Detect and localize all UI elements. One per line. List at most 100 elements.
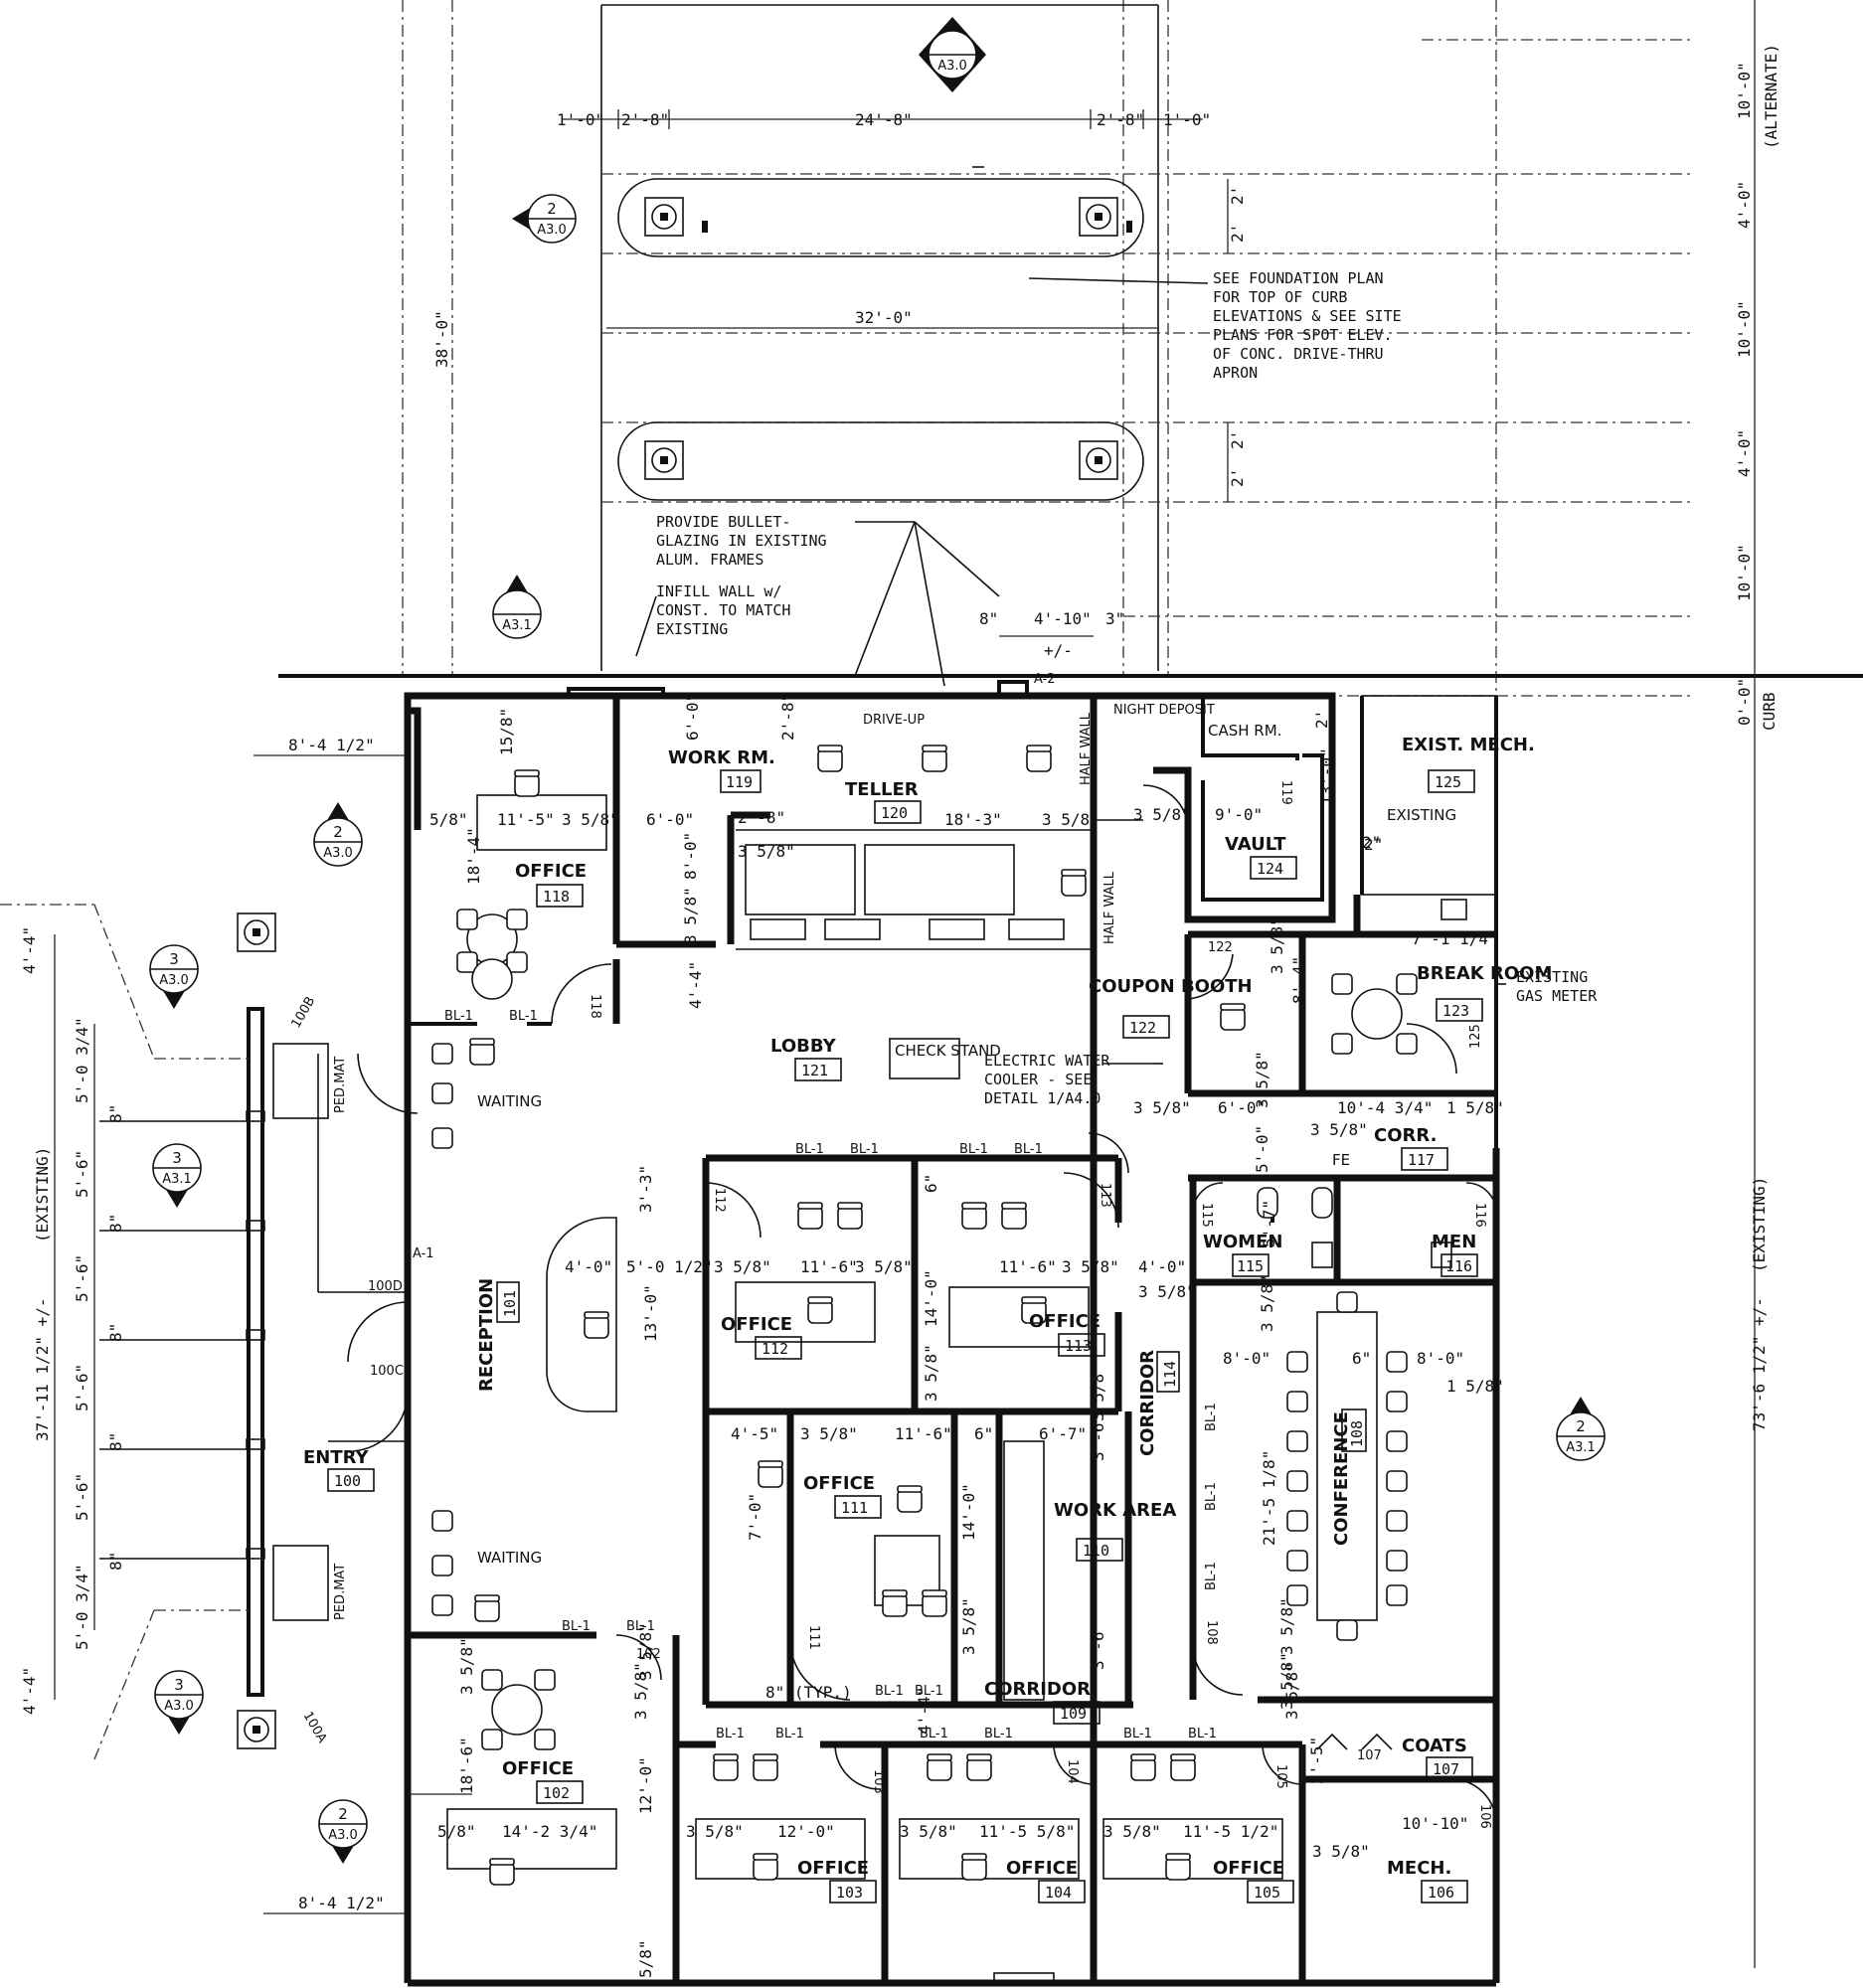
svg-text:ELECTRIC WATER: ELECTRIC WATER (984, 1052, 1110, 1070)
dim-5-0-3-4-bot: 5'-0 3/4" (73, 1564, 91, 1650)
interior-dimensions: 5/8" 11'-5" 3 5/8" 18'-4" 15/8" 6'-0" 8'… (429, 609, 1504, 1978)
bl1-j: BL-1 (915, 1684, 943, 1699)
svg-text:124: 124 (1257, 860, 1283, 878)
svg-text:6": 6" (922, 1174, 940, 1193)
svg-text:100A: 100A (300, 1710, 330, 1746)
svg-text:3 5/8": 3 5/8" (1310, 1120, 1368, 1139)
svg-text:OF CONC. DRIVE-THRU: OF CONC. DRIVE-THRU (1213, 345, 1384, 363)
svg-text:OFFICE: OFFICE (797, 1858, 869, 1879)
svg-text:SEE FOUNDATION PLAN: SEE FOUNDATION PLAN (1213, 269, 1384, 287)
svg-text:7'-1 1/4": 7'-1 1/4" (1412, 929, 1498, 948)
svg-text:CORRIDOR: CORRIDOR (984, 1679, 1091, 1700)
dim-curb-2-a: 2' (1228, 186, 1247, 205)
dim-5-6-c: 5'-6" (73, 1364, 91, 1411)
dim-curb-2-b: 2' (1228, 224, 1247, 243)
waiting-bot: WAITING (477, 1549, 542, 1567)
room-123: BREAK ROOM 123 (1417, 963, 1552, 1022)
svg-text:5/8": 5/8" (437, 1822, 476, 1841)
room-105: OFFICE 105 (1213, 1858, 1294, 1904)
svg-text:3: 3 (169, 950, 179, 968)
svg-text:3 5/8": 3 5/8" (1062, 1257, 1119, 1276)
svg-text:MEN: MEN (1432, 1232, 1476, 1252)
section-marker-3-a30-bot: 3 A3.0 (154, 1670, 204, 1735)
section-marker-office102: 2 A3.0 (318, 1799, 368, 1864)
dim-8-4-half-bot: 8'-4 1/2" (298, 1894, 385, 1912)
svg-text:WOMEN: WOMEN (1203, 1232, 1282, 1252)
dim-4-0-a: 4'-0" (1735, 181, 1754, 229)
svg-text:11'-6": 11'-6" (999, 1257, 1057, 1276)
svg-text:2: 2 (1576, 1417, 1586, 1435)
svg-text:DETAIL 1/A4.0: DETAIL 1/A4.0 (984, 1089, 1101, 1107)
half-wall-top: HALF WALL (1079, 712, 1094, 785)
svg-text:CORR.: CORR. (1374, 1125, 1437, 1146)
svg-text:COUPON BOOTH: COUPON BOOTH (1089, 976, 1253, 997)
room-120: TELLER 120 (845, 779, 922, 824)
svg-text:104: 104 (1065, 1759, 1080, 1784)
svg-text:3 5/8": 3 5/8" (714, 1257, 771, 1276)
room-104: OFFICE 104 (1006, 1858, 1086, 1904)
svg-text:3 5/8": 3 5/8" (1277, 1652, 1296, 1710)
bl1-i: BL-1 (875, 1684, 904, 1699)
svg-text:3 5/8": 3 5/8" (1253, 1051, 1271, 1108)
svg-text:PROVIDE BULLET-: PROVIDE BULLET- (656, 513, 790, 531)
svg-text:21'-5 1/8": 21'-5 1/8" (1260, 1450, 1278, 1546)
room-109: CORRIDOR 109 (984, 1679, 1101, 1725)
svg-text:8'-0": 8'-0" (681, 832, 700, 880)
svg-text:A3.1: A3.1 (162, 1172, 192, 1187)
svg-text:13'-0": 13'-0" (641, 1284, 660, 1342)
section-marker-3-a30-top: 3 A3.0 (149, 944, 199, 1009)
bl1-p: BL-1 (1188, 1727, 1217, 1741)
svg-text:125: 125 (1468, 1024, 1483, 1049)
svg-text:18'-4": 18'-4" (464, 827, 483, 885)
svg-text:104: 104 (1045, 1884, 1072, 1902)
svg-text:ENTRY: ENTRY (303, 1447, 370, 1468)
waiting-top: WAITING (477, 1092, 542, 1110)
svg-text:3'-3": 3'-3" (636, 1165, 655, 1213)
svg-text:3 5/8": 3 5/8" (1042, 810, 1100, 829)
svg-text:TELLER: TELLER (845, 779, 919, 800)
svg-text:3 5/8": 3 5/8" (1277, 1597, 1296, 1655)
svg-text:4'-4": 4'-4" (686, 961, 705, 1009)
dim-5-6-d: 5'-6" (73, 1473, 91, 1521)
svg-text:6": 6" (1352, 1349, 1371, 1368)
svg-text:2": 2" (1364, 835, 1383, 854)
svg-text:115: 115 (1237, 1257, 1264, 1275)
svg-text:3": 3" (1105, 609, 1124, 628)
svg-text:INFILL WALL w/: INFILL WALL w/ (656, 582, 781, 600)
svg-text:113: 113 (1098, 1183, 1112, 1208)
room-102: OFFICE 102 (502, 1758, 584, 1804)
dim-10-0-alt: 10'-0" (1735, 62, 1754, 119)
dim-37-11-existing: 37'-11 1/2" +/- (33, 1298, 52, 1442)
svg-text:4'-5": 4'-5" (731, 1424, 778, 1443)
svg-text:3 5/8": 3 5/8" (457, 1637, 476, 1695)
dim-32-0: 32'-0" (855, 308, 913, 327)
svg-text:2: 2 (333, 823, 343, 841)
svg-text:3 5/8": 3 5/8" (681, 887, 700, 944)
note-gas-meter: EXISTING GAS METER (1516, 968, 1598, 1005)
svg-text:108: 108 (1204, 1620, 1219, 1645)
drive-thru-canopy (278, 0, 1863, 697)
svg-text:CORRIDOR: CORRIDOR (1137, 1350, 1158, 1456)
svg-text:116: 116 (1472, 1203, 1487, 1228)
svg-text:CONFERENCE: CONFERENCE (1331, 1411, 1352, 1546)
fe-label: FE (1332, 1151, 1350, 1169)
svg-text:118: 118 (588, 994, 602, 1019)
svg-text:100C: 100C (370, 1364, 404, 1379)
svg-text:ALUM. FRAMES: ALUM. FRAMES (656, 551, 763, 569)
svg-text:108: 108 (1348, 1420, 1366, 1447)
svg-text:GAS METER: GAS METER (1516, 987, 1598, 1005)
room-110: WORK AREA 110 (1054, 1500, 1176, 1562)
dim-10-0-b: 10'-0" (1735, 544, 1754, 601)
door-swings (347, 784, 1497, 1825)
svg-text:OFFICE: OFFICE (1006, 1858, 1078, 1879)
dim-4-4-bot: 4'-4" (20, 1667, 39, 1715)
svg-text:OFFICE: OFFICE (515, 861, 587, 882)
svg-text:3 5/8": 3 5/8" (959, 1597, 978, 1655)
dim-5-0-3-4-top: 5'-0 3/4" (73, 1017, 91, 1103)
room-103: OFFICE 103 (797, 1858, 877, 1904)
tag-a2: A-2 (1034, 672, 1056, 687)
bl1-c: BL-1 (795, 1142, 824, 1157)
notes: SEE FOUNDATION PLAN FOR TOP OF CURB ELEV… (656, 269, 1598, 1107)
svg-text:106: 106 (1428, 1884, 1454, 1902)
svg-text:110: 110 (1083, 1542, 1109, 1560)
